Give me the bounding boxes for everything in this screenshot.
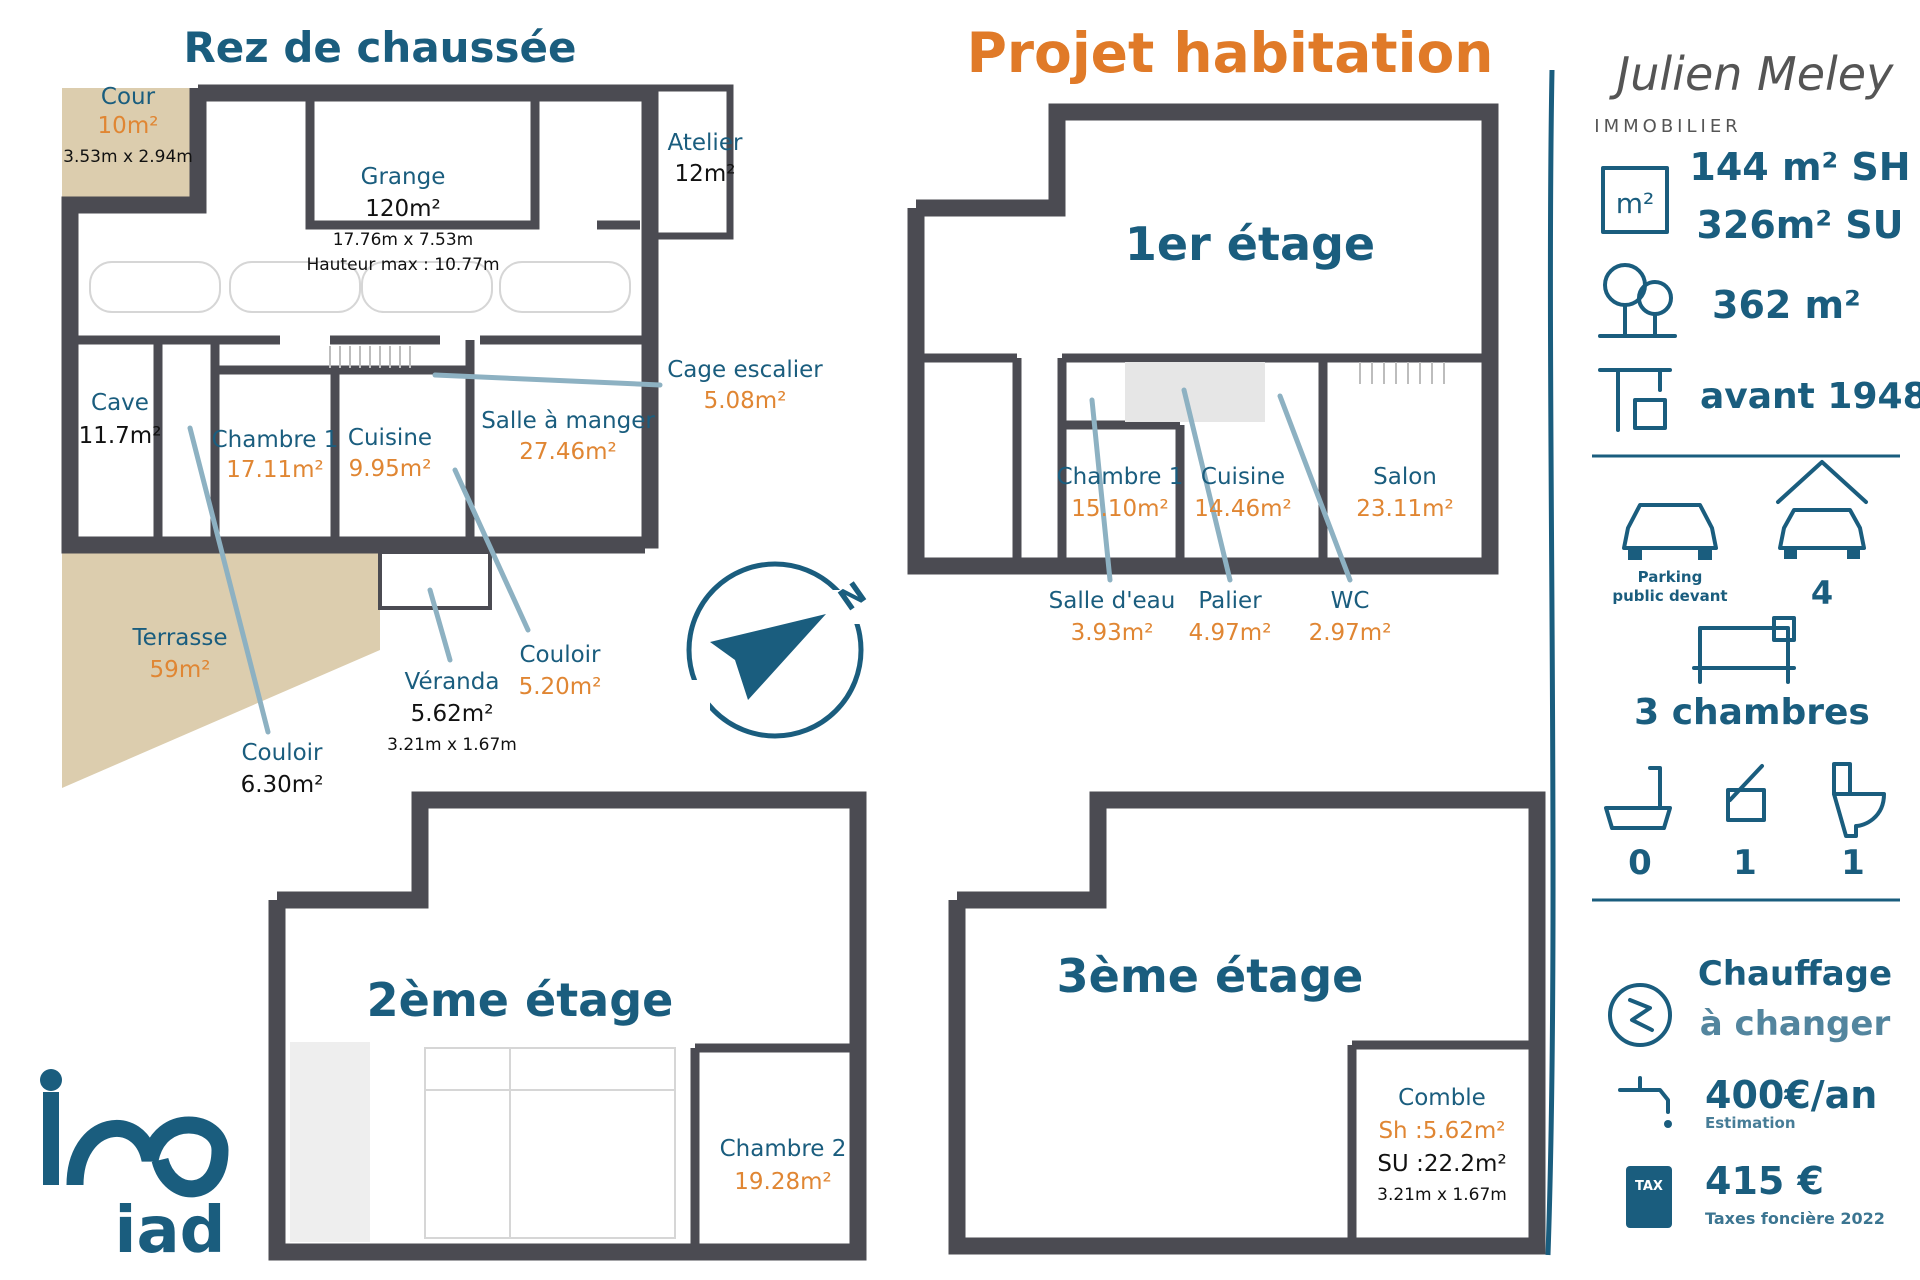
iad-logo: iad [40, 1069, 229, 1268]
bed-icon [1692, 616, 1796, 684]
ground-floor-title: Rez de chaussée [183, 23, 576, 72]
tax-icon-text: TAX [1635, 1179, 1663, 1194]
bath-count: 0 [1628, 843, 1652, 883]
salle-a-manger-label: Salle à manger [481, 408, 655, 434]
cave-area-value: 11.7m² [79, 423, 162, 449]
tf-comble-dims: 3.21m x 1.67m [1377, 1185, 1507, 1205]
ff-salon-label: Salon [1373, 464, 1437, 490]
ff-chambre1-label: Chambre 1 [1057, 464, 1184, 490]
tax-amount: 415 € [1705, 1159, 1824, 1203]
construction-crane-icon [1598, 368, 1672, 432]
cave-label: Cave [91, 390, 149, 416]
ff-salon-area: 23.11m² [1356, 496, 1453, 522]
chambre1-label: Chambre 1 [212, 427, 339, 453]
sf-chambre2-area: 19.28m² [734, 1169, 831, 1195]
compass-arrow-icon [710, 614, 826, 700]
garage-count: 4 [1811, 574, 1833, 612]
water-cost: 400€/an [1705, 1073, 1877, 1117]
garage-icon [1776, 460, 1868, 559]
heating-plug-icon [1608, 983, 1672, 1047]
tf-comble-su: SU :22.2m² [1377, 1151, 1506, 1177]
ground-floor-plan [61, 84, 734, 788]
brand-signature: Julien Meley [1609, 47, 1894, 101]
ff-cuisine-area: 14.46m² [1194, 496, 1291, 522]
toilet-icon [1832, 762, 1886, 838]
grange-dims: 17.76m x 7.53m [333, 230, 474, 250]
surface-sh: 144 m² SH [1689, 145, 1910, 189]
couloir-b-label: Couloir [241, 740, 323, 766]
ff-palier-area: 4.97m² [1189, 620, 1272, 646]
shower-count: 1 [1733, 843, 1757, 883]
tree-icon [1598, 263, 1677, 338]
ff-wc-area: 2.97m² [1309, 620, 1392, 646]
cour-area-value: 10m² [98, 113, 159, 139]
water-tap-icon [1618, 1076, 1672, 1128]
second-floor-title: 2ème étage [367, 973, 674, 1027]
compass: N [680, 561, 873, 739]
project-title: Projet habitation [967, 21, 1494, 85]
veranda-label: Véranda [405, 669, 500, 695]
land-area: 362 m² [1712, 283, 1861, 327]
ff-wc-label: WC [1331, 588, 1370, 614]
second-floor-plan [268, 791, 867, 1261]
tax-document-icon: TAX [1626, 1166, 1672, 1228]
shower-icon [1726, 764, 1766, 822]
cage-escalier-label: Cage escalier [667, 357, 823, 383]
grange-label: Grange [361, 164, 446, 190]
tax-note: Taxes foncière 2022 [1705, 1209, 1885, 1228]
surface-icon: m² [1601, 166, 1669, 234]
ff-salle-eau-label: Salle d'eau [1049, 588, 1176, 614]
cuisine-label: Cuisine [348, 425, 432, 451]
ff-palier-label: Palier [1198, 588, 1262, 614]
heating-line-1: Chauffage [1698, 954, 1892, 994]
sidebar-divider [1545, 69, 1556, 1256]
built-year: avant 1948 [1700, 376, 1920, 417]
couloir-b-area: 6.30m² [241, 772, 324, 798]
sf-chambre2-label: Chambre 2 [720, 1136, 847, 1162]
couloir-a-label: Couloir [519, 642, 601, 668]
cour-label: Cour [101, 84, 156, 110]
atelier-area-value: 12m² [675, 161, 736, 187]
iad-logo-text: iad [115, 1194, 226, 1268]
parking-car-icon [1622, 503, 1718, 560]
tf-comble-sh: Sh :5.62m² [1378, 1118, 1505, 1144]
veranda-dims: 3.21m x 1.67m [387, 735, 517, 755]
brand-subtitle: IMMOBILIER [1594, 116, 1741, 137]
cage-escalier-area: 5.08m² [704, 388, 787, 414]
parking-label-1: Parking [1638, 568, 1703, 586]
grange-height: Hauteur max : 10.77m [306, 255, 499, 275]
cuisine-area: 9.95m² [349, 456, 432, 482]
first-floor-title: 1er étage [1125, 217, 1375, 271]
bathtub-icon [1604, 766, 1672, 830]
ff-cuisine-label: Cuisine [1201, 464, 1285, 490]
terrasse-label: Terrasse [131, 625, 227, 651]
salle-a-manger-area: 27.46m² [519, 439, 616, 465]
terrasse-area-value: 59m² [150, 657, 211, 683]
veranda-area: 5.62m² [411, 701, 494, 727]
parking-label-2: public devant [1612, 587, 1727, 605]
wc-count: 1 [1841, 843, 1865, 883]
grange-area-value: 120m² [365, 196, 441, 222]
surface-su: 326m² SU [1696, 203, 1903, 247]
couloir-a-area: 5.20m² [519, 674, 602, 700]
water-cost-note: Estimation [1705, 1114, 1796, 1132]
cour-dims: 3.53m x 2.94m [63, 147, 193, 167]
third-floor-title: 3ème étage [1057, 949, 1364, 1003]
heating-line-2: à changer [1700, 1004, 1891, 1044]
chambre1-area: 17.11m² [226, 457, 323, 483]
third-floor-plan [948, 791, 1546, 1255]
cour-area [62, 88, 198, 200]
ff-chambre1-area: 15.10m² [1071, 496, 1168, 522]
terrasse-area [62, 552, 380, 788]
first-floor-plan [907, 103, 1499, 583]
surface-icon-text: m² [1616, 187, 1655, 220]
tf-comble-label: Comble [1398, 1085, 1486, 1111]
atelier-label: Atelier [668, 130, 743, 156]
bedrooms-count: 3 chambres [1634, 692, 1870, 733]
ff-salle-eau-area: 3.93m² [1071, 620, 1154, 646]
